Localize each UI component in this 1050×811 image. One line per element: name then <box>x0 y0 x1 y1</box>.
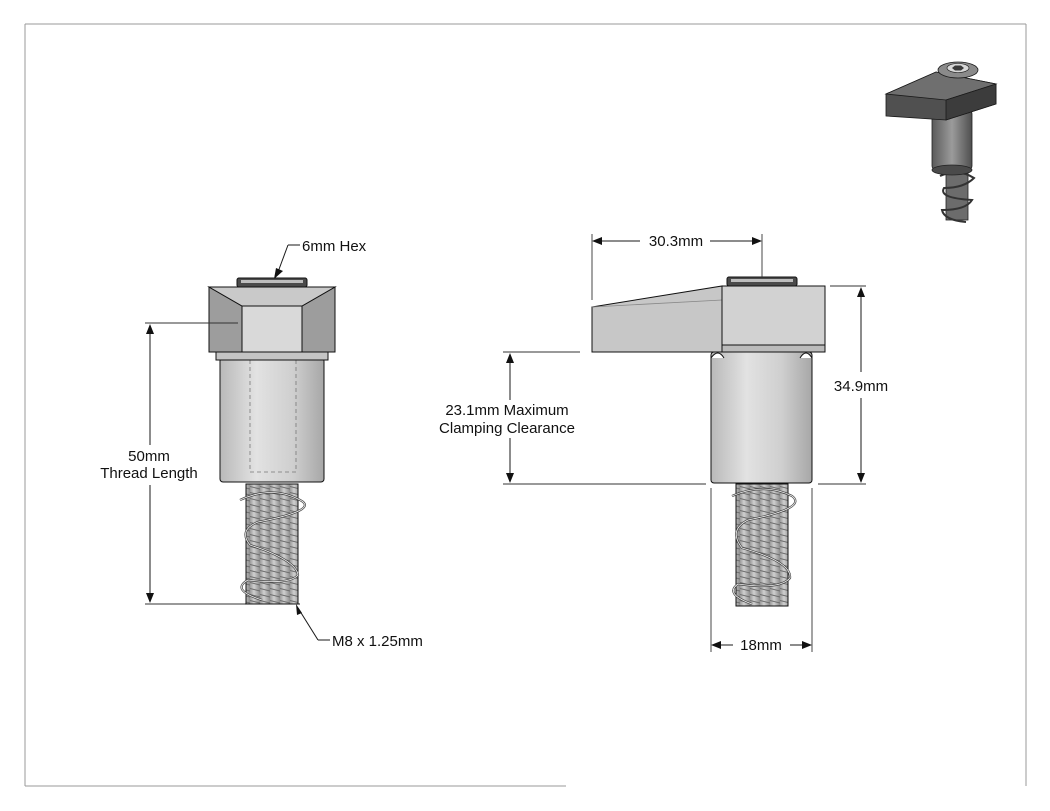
side-thread <box>731 483 797 607</box>
clearance-value: 23.1mm Maximum <box>445 402 568 419</box>
hex-callout: 6mm Hex <box>274 238 367 279</box>
front-view <box>207 277 337 605</box>
thread-length-value: 50mm <box>128 448 170 465</box>
thread-length-dimension: 50mm Thread Length <box>100 322 245 605</box>
sheet-border <box>24 23 1027 787</box>
arm-length-value: 30.3mm <box>649 233 703 250</box>
body-diameter-dimension: 18mm <box>710 488 813 654</box>
front-hex-head <box>207 277 337 353</box>
clearance-dimension: 23.1mm Maximum Clamping Clearance <box>439 351 706 485</box>
front-body <box>219 357 325 483</box>
clearance-label: Clamping Clearance <box>439 420 575 437</box>
thread-size-callout: M8 x 1.25mm <box>296 604 423 650</box>
side-view <box>591 276 826 607</box>
side-clamp-arm <box>591 276 826 353</box>
overall-height-value: 34.9mm <box>834 378 888 395</box>
thread-length-label: Thread Length <box>100 465 198 482</box>
front-thread <box>239 483 306 605</box>
thread-size-label: M8 x 1.25mm <box>332 633 423 650</box>
overall-height-dimension: 34.9mm <box>818 285 888 485</box>
side-body <box>710 351 813 484</box>
arm-length-dimension: 30.3mm <box>591 233 763 300</box>
hex-label: 6mm Hex <box>302 238 367 255</box>
clamp-isometric-icon <box>884 61 998 223</box>
body-diameter-value: 18mm <box>740 637 782 654</box>
